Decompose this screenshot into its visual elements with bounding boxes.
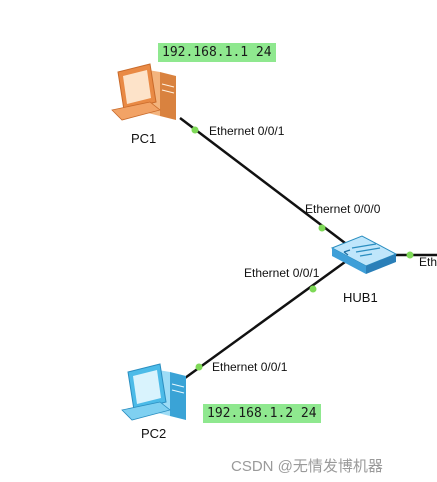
pc1-port-label: Ethernet 0/0/1 — [209, 124, 285, 138]
pc2-name-label: PC2 — [141, 426, 167, 441]
link-pc1-hub1[interactable] — [179, 117, 346, 244]
port-dot-pc2 — [195, 363, 203, 371]
hub1-icon[interactable] — [330, 235, 398, 274]
watermark: CSDN @无情发博机器 — [231, 458, 383, 475]
hub1-port-right-label: Eth — [419, 255, 437, 269]
pc1-name-label: PC1 — [131, 131, 157, 146]
link-hub1-pc2[interactable] — [184, 260, 346, 380]
port-dot-pc1 — [191, 126, 199, 134]
pc2-ip-label: 192.168.1.2 24 — [203, 404, 321, 423]
port-dot-hub1-e001 — [309, 285, 317, 293]
hub1-port-e001-label: Ethernet 0/0/1 — [244, 266, 320, 280]
pc1-icon[interactable] — [111, 63, 176, 121]
hub1-port-e000-label: Ethernet 0/0/0 — [305, 202, 381, 216]
pc2-port-label: Ethernet 0/0/1 — [212, 360, 288, 374]
hub1-name-label: HUB1 — [343, 290, 378, 305]
port-dot-hub1-right — [406, 251, 414, 259]
pc2-icon[interactable] — [121, 363, 186, 421]
pc1-ip-label: 192.168.1.1 24 — [158, 43, 276, 62]
port-dot-hub1-e000 — [318, 224, 326, 232]
